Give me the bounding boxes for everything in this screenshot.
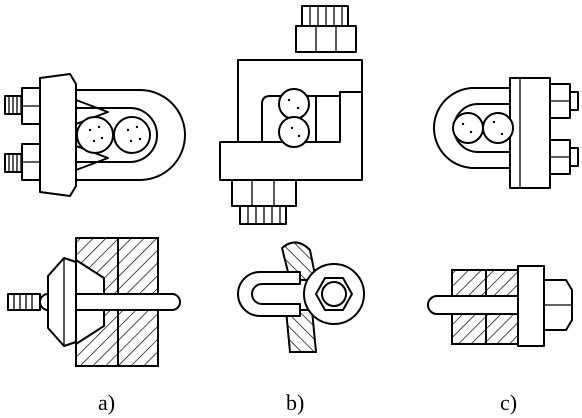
- u-bolt: [75, 89, 186, 181]
- bolt-shank-c: [427, 295, 527, 315]
- wire-rope-b-lower: [278, 116, 310, 148]
- label-a: a): [98, 390, 116, 415]
- saddle-a-section: [47, 257, 77, 347]
- label-b: b): [286, 390, 305, 415]
- bolt-thread-upper: [4, 95, 24, 115]
- saddle-plate: [39, 73, 77, 197]
- clamp-loop-b: [237, 271, 301, 317]
- wire-rope-c-left: [452, 112, 484, 144]
- clip-b-section-view: [237, 241, 365, 353]
- hex-nut-top-b: [295, 25, 357, 53]
- clip-a-front-view: [4, 73, 186, 197]
- wire-rope-c-right: [482, 112, 514, 144]
- hatched-web-lower-b: [284, 309, 318, 353]
- bolt-thread-lower: [4, 153, 24, 173]
- wire-rope-left: [76, 116, 114, 154]
- clip-b-front-view: [219, 5, 363, 225]
- wire-rope-right: [113, 116, 151, 154]
- hex-nut-top-view-b: [303, 263, 365, 325]
- clip-a-section-view: [7, 237, 181, 367]
- plate-bottom-b: [219, 91, 363, 181]
- clip-c-front-view: [433, 77, 579, 189]
- u-bolt-c: [433, 87, 511, 169]
- hex-nut-bottom-b: [231, 179, 297, 207]
- saddle-block-c: [509, 77, 551, 189]
- wire-rope-b-upper: [278, 88, 310, 120]
- plate-c-section: [517, 265, 545, 347]
- clip-c-section-view: [427, 265, 573, 347]
- label-c: c): [500, 390, 518, 415]
